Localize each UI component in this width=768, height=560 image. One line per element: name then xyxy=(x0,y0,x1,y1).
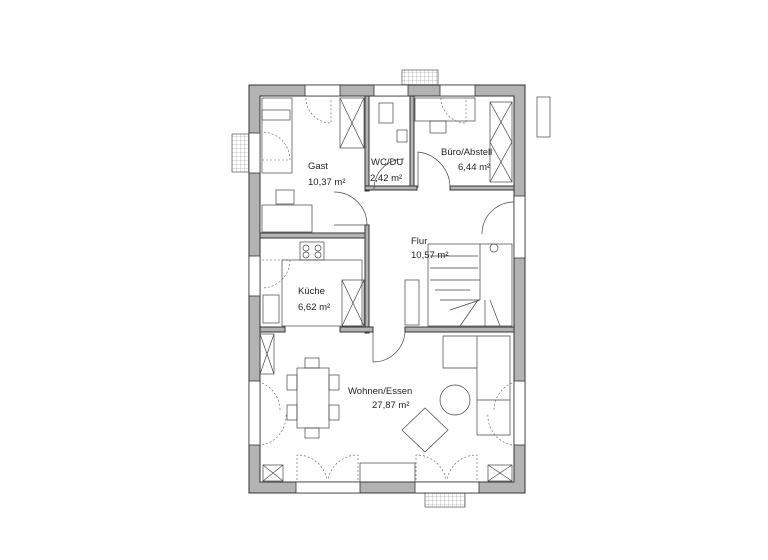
terrace-grid-bottom xyxy=(424,492,466,508)
room-wohnen-essen: Wohnen/Essen 27,87 m² xyxy=(348,386,412,411)
room-kueche: Küche 6,62 m² xyxy=(298,286,330,313)
room-name: Küche xyxy=(298,286,325,297)
room-name: Büro/Abstell xyxy=(441,147,492,158)
outside-element xyxy=(536,96,551,138)
room-wc: WC/DU 2,42 m² xyxy=(370,157,403,184)
room-name: Wohnen/Essen xyxy=(348,386,412,397)
balcony-grid-top xyxy=(401,69,439,86)
room-area: 6,62 m² xyxy=(298,302,330,313)
room-buero: Büro/Abstell 6,44 m² xyxy=(441,147,492,173)
windows xyxy=(248,84,526,494)
room-area: 6,44 m² xyxy=(458,162,490,173)
room-name: WC/DU xyxy=(371,157,403,168)
room-area: 10,57 m² xyxy=(411,250,449,261)
room-area: 27,87 m² xyxy=(372,400,410,411)
room-area: 10,37 m² xyxy=(308,177,346,188)
interior-walls xyxy=(259,95,515,334)
room-name: Gast xyxy=(308,161,328,172)
room-gast: Gast 10,37 m² xyxy=(308,161,346,188)
doors xyxy=(261,97,515,481)
furniture xyxy=(259,97,513,483)
room-area: 2,42 m² xyxy=(370,173,402,184)
balcony-grid-left xyxy=(231,133,250,173)
room-flur: Flur 10,57 m² xyxy=(411,236,449,261)
room-name: Flur xyxy=(411,236,427,247)
